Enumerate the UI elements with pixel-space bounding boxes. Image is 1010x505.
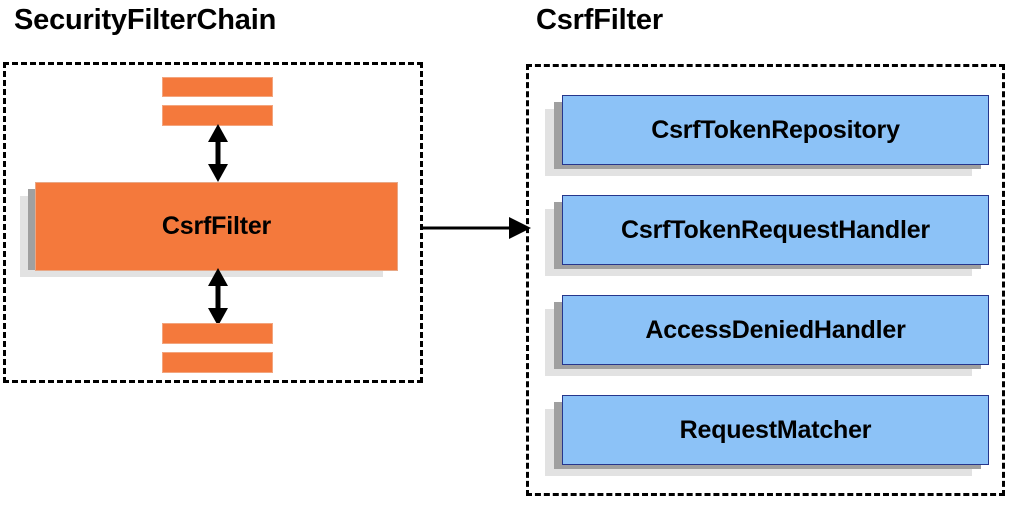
connector-arrow-icon xyxy=(421,217,531,239)
node-csrf-token-request-handler[interactable]: CsrfTokenRequestHandler xyxy=(545,195,990,283)
page-title-csrf-filter: CsrfFilter xyxy=(536,4,663,36)
node-face[interactable]: CsrfTokenRequestHandler xyxy=(562,195,989,265)
node-face[interactable]: CsrfFilter xyxy=(35,182,398,271)
filter-bar-below-2 xyxy=(162,352,273,373)
security-filter-chain-group xyxy=(3,62,423,383)
csrf-filter-group xyxy=(526,64,1005,496)
node-request-matcher[interactable]: RequestMatcher xyxy=(545,395,990,483)
node-label: CsrfTokenRepository xyxy=(651,115,900,144)
node-csrf-filter[interactable]: CsrfFilter xyxy=(20,182,400,290)
filter-bar-below-1 xyxy=(162,323,273,344)
double-arrow-up-icon xyxy=(208,124,228,182)
filter-bar-above-1 xyxy=(162,77,273,97)
node-face[interactable]: AccessDeniedHandler xyxy=(562,295,989,365)
node-access-denied-handler[interactable]: AccessDeniedHandler xyxy=(545,295,990,383)
node-label: CsrfTokenRequestHandler xyxy=(621,215,930,244)
node-label: AccessDeniedHandler xyxy=(645,315,906,344)
filter-bar-above-2 xyxy=(162,105,273,126)
node-csrf-token-repository[interactable]: CsrfTokenRepository xyxy=(545,95,990,183)
node-label: CsrfFilter xyxy=(161,212,272,240)
page-title-security-filter-chain: SecurityFilterChain xyxy=(14,4,277,36)
node-face[interactable]: CsrfTokenRepository xyxy=(562,95,989,165)
node-face[interactable]: RequestMatcher xyxy=(562,395,989,465)
node-label: RequestMatcher xyxy=(679,415,872,444)
double-arrow-down-icon xyxy=(208,268,228,326)
